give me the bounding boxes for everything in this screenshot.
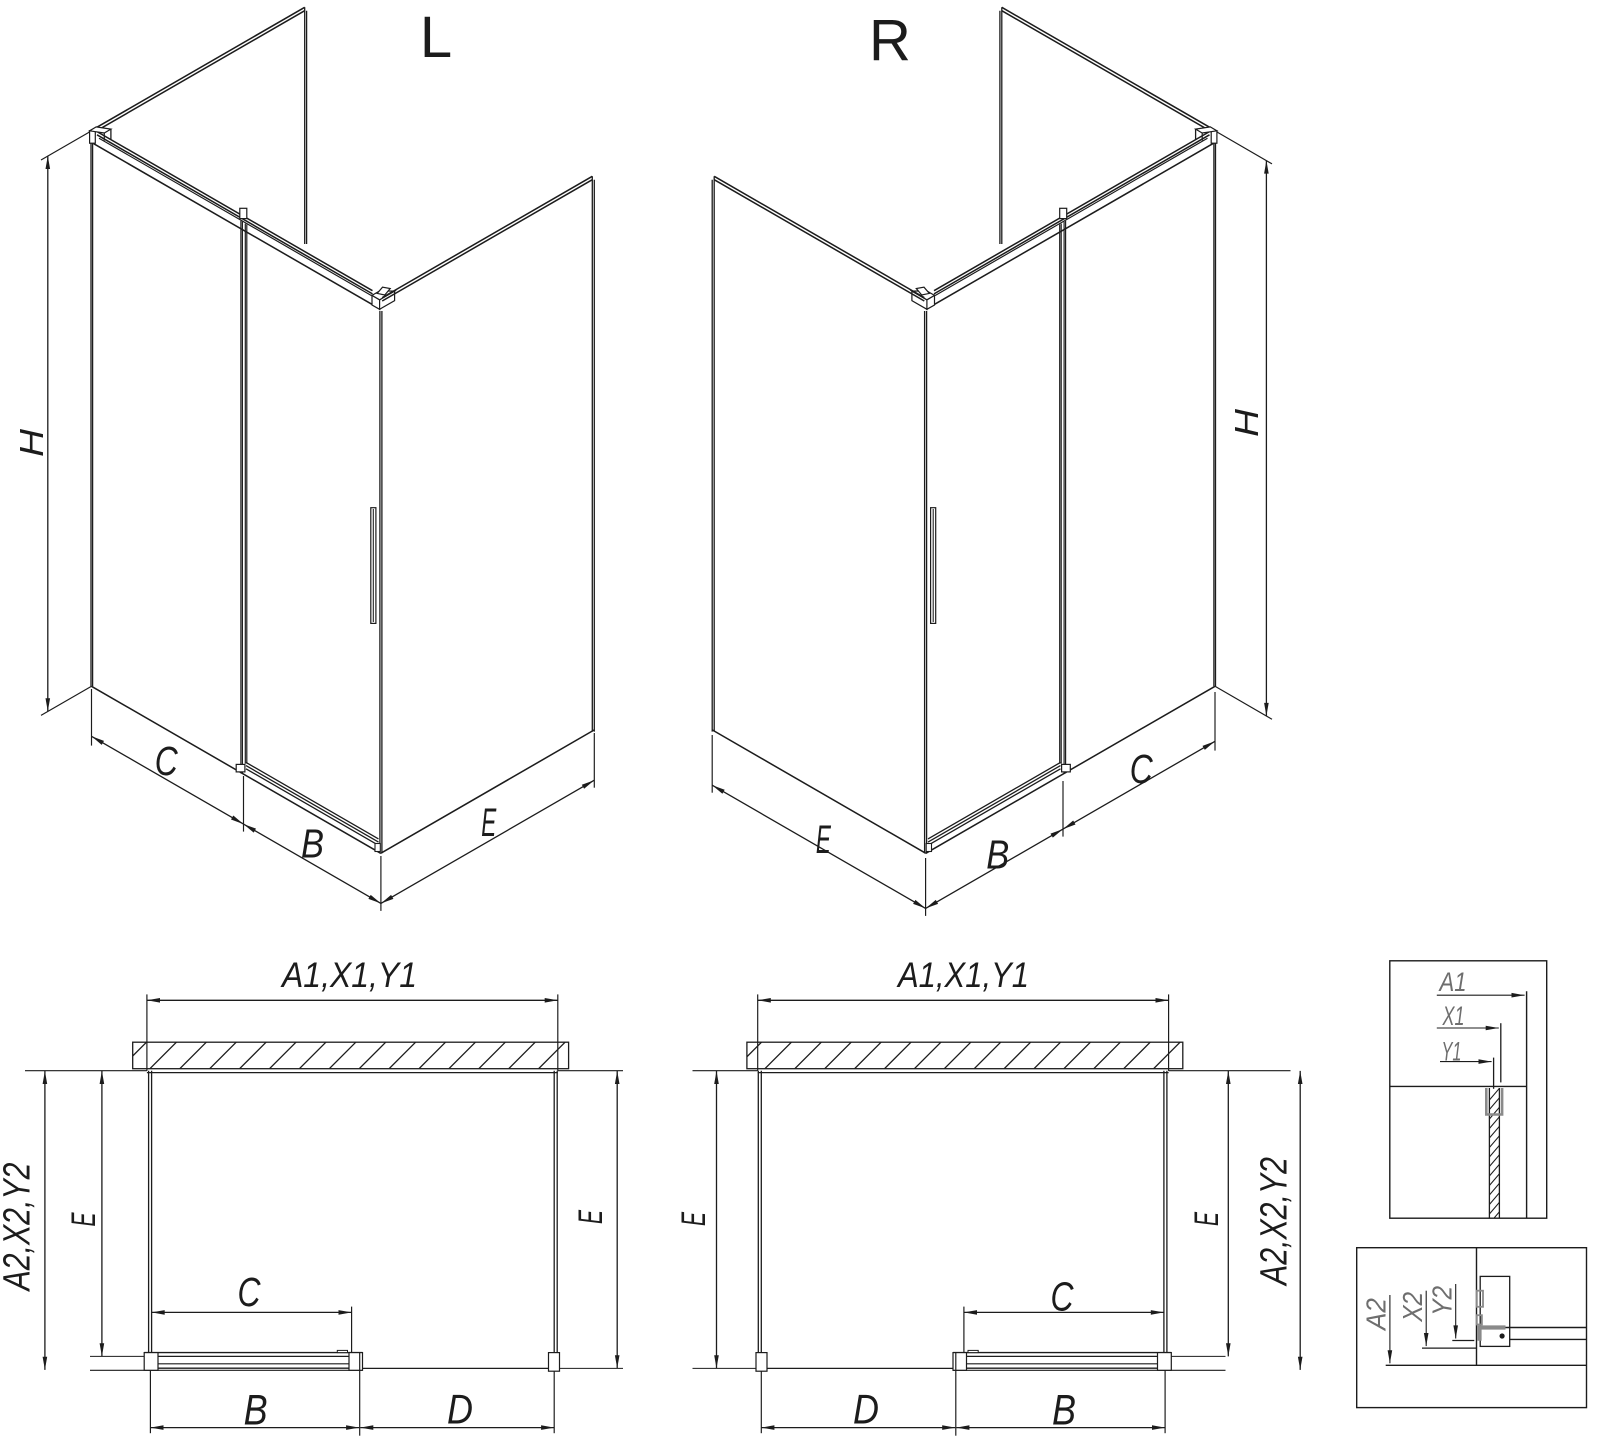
svg-text:E: E [675, 1212, 713, 1226]
svg-text:Y2: Y2 [1427, 1285, 1458, 1315]
svg-text:A1,X1,Y1: A1,X1,Y1 [896, 956, 1029, 995]
svg-text:B: B [301, 821, 324, 867]
svg-text:E: E [572, 1210, 610, 1224]
svg-text:E: E [1188, 1212, 1226, 1226]
svg-text:E: E [65, 1212, 103, 1226]
svg-text:D: D [853, 1386, 879, 1433]
svg-text:C: C [155, 738, 178, 784]
svg-text:A2,X2,Y2: A2,X2,Y2 [0, 1163, 39, 1293]
svg-text:X1: X1 [1442, 1001, 1465, 1031]
svg-text:Y1: Y1 [1442, 1037, 1462, 1067]
svg-text:B: B [986, 832, 1009, 878]
svg-text:L: L [420, 5, 452, 70]
svg-text:A1,X1,Y1: A1,X1,Y1 [280, 956, 417, 995]
svg-text:X2: X2 [1397, 1291, 1428, 1322]
svg-text:C: C [1130, 746, 1153, 792]
svg-text:H: H [13, 429, 50, 457]
svg-text:A2,X2,Y2: A2,X2,Y2 [1254, 1157, 1296, 1287]
svg-text:A1: A1 [1438, 967, 1467, 997]
svg-text:R: R [869, 8, 911, 73]
svg-text:E: E [816, 818, 832, 862]
svg-text:E: E [481, 801, 497, 845]
svg-text:C: C [1051, 1274, 1074, 1320]
svg-text:H: H [1228, 409, 1265, 437]
svg-text:B: B [1052, 1387, 1076, 1435]
svg-text:D: D [447, 1386, 473, 1433]
svg-text:A2: A2 [1361, 1298, 1392, 1332]
svg-text:C: C [238, 1269, 261, 1315]
svg-text:B: B [244, 1387, 268, 1435]
